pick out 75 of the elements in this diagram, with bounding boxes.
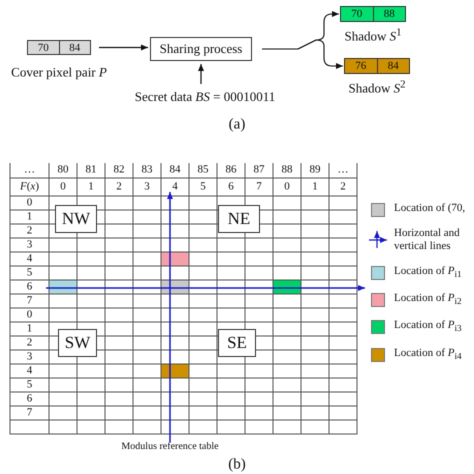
row-header-cell: 7: [26, 408, 32, 418]
legend-label: Location of (70,: [394, 202, 466, 216]
pixel-value: 76: [354, 59, 368, 73]
quadrant-label: SW: [64, 332, 92, 354]
row-header-cell: 6: [26, 282, 32, 292]
pixel-value: 70: [36, 41, 50, 54]
row-header-cell: 5: [26, 268, 32, 278]
column-header-cell: 84: [170, 164, 180, 176]
arrow: [198, 64, 204, 84]
table-cell: 2: [340, 182, 346, 192]
pixel-value: 70: [350, 7, 364, 21]
column-header-cell: 88: [282, 164, 292, 176]
row-header-cell: 2: [26, 338, 32, 348]
row-header-cell: 3: [26, 240, 32, 250]
table-cell: 4: [172, 182, 178, 192]
shadow-pair-box: [344, 58, 410, 74]
row-header-cell: 4: [26, 366, 32, 376]
row-header-cell: 6: [26, 394, 32, 404]
row-header-cell: 1: [26, 212, 32, 222]
column-header-cell: 86: [226, 164, 236, 176]
column-header-cell: 81: [86, 164, 96, 176]
column-header-cell: 85: [198, 164, 208, 176]
quadrant-label-box: [218, 329, 256, 357]
quadrant-label-box: [55, 205, 97, 233]
legend-label: Location of P$_{i3}$: [394, 319, 463, 334]
table-cell: 1: [312, 182, 318, 192]
table-cell: F(x): [20, 182, 39, 192]
row-header-cell: 5: [26, 380, 32, 390]
ellipsis-cell: …: [338, 164, 348, 176]
pixel-pair-box: [27, 40, 91, 55]
table-cell: 3: [144, 182, 150, 192]
arrow: [262, 39, 343, 69]
legend-label: Location of P$_{i1}$: [394, 265, 463, 280]
quadrant-label: NE: [226, 208, 252, 230]
figure-caption: (b): [228, 458, 246, 472]
row-header-cell: 0: [26, 310, 32, 320]
row-header-cell: 0: [26, 198, 32, 208]
legend-label: Location of P$_{i4}$: [394, 347, 463, 362]
shadow-pair-box: [340, 6, 406, 22]
row-header-cell: 7: [26, 296, 32, 306]
process-label: Sharing process: [158, 40, 244, 58]
pixel-value: 88: [372, 7, 405, 21]
legend-label: Horizontal and vertical lines: [394, 227, 461, 254]
row-header-cell: 4: [26, 254, 32, 264]
input-label: Secret data BS = 00010011: [130, 88, 280, 106]
table-cell: 5: [200, 182, 206, 192]
column-header-cell: 87: [254, 164, 264, 176]
table-cell: 7: [256, 182, 262, 192]
process-box: [150, 37, 252, 61]
box-caption: Shadow S$^{1}$: [344, 27, 402, 43]
row-header-cell: 2: [26, 226, 32, 236]
column-header-cell: 80: [58, 164, 68, 176]
ellipsis-cell: …: [24, 164, 35, 176]
table-cell: 2: [116, 182, 122, 192]
row-header-cell: 3: [26, 352, 32, 362]
column-header-cell: 89: [310, 164, 320, 176]
pixel-value: 84: [376, 59, 409, 73]
column-header-cell: 82: [114, 164, 124, 176]
table-caption: Modulus reference table: [121, 442, 219, 452]
column-header-cell: 83: [142, 164, 152, 176]
quadrant-label: NW: [60, 208, 92, 230]
legend-label: Location of P$_{i2}$: [394, 292, 463, 308]
table-cell: 0: [60, 182, 66, 192]
box-caption: Cover pixel pair P: [11, 66, 107, 78]
quadrant-label-box: [218, 205, 260, 233]
pixel-value: 84: [58, 41, 90, 54]
table-cell: 0: [284, 182, 290, 192]
quadrant-label-box: [58, 329, 97, 357]
table-cell: 1: [88, 182, 94, 192]
row-header-cell: 1: [26, 324, 32, 334]
quadrant-label: SE: [226, 332, 248, 354]
figure-caption: (a): [228, 118, 246, 132]
box-caption: Shadow S$^{2}$: [348, 79, 406, 95]
arrow: [99, 44, 148, 50]
table-cell: 6: [228, 182, 234, 192]
